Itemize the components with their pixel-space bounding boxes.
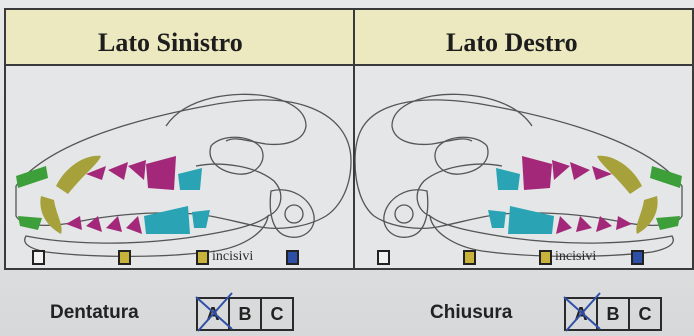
left-upper-molars bbox=[178, 168, 202, 190]
dentition-table: Lato Sinistro Lato Destro bbox=[4, 8, 694, 270]
dentatura-grade-c-text: C bbox=[271, 304, 284, 325]
dentatura-grade-c[interactable]: C bbox=[262, 299, 292, 329]
orbit bbox=[435, 137, 488, 174]
left-legend-white-square[interactable] bbox=[32, 250, 45, 265]
right-lower-molars bbox=[488, 206, 554, 234]
right-skull-diagram bbox=[355, 66, 692, 268]
right-legend-white-square[interactable] bbox=[377, 250, 390, 265]
left-lower-incisors bbox=[18, 216, 42, 230]
chiusura-label: Chiusura bbox=[430, 302, 512, 324]
left-legend-yellow-square[interactable] bbox=[118, 250, 131, 265]
chiusura-grade-a[interactable]: A bbox=[566, 299, 598, 329]
tympanic-bulla bbox=[395, 205, 413, 223]
right-lower-premolars bbox=[556, 216, 632, 234]
right-side-title: Lato Destro bbox=[446, 28, 578, 58]
left-upper-premolars bbox=[86, 156, 176, 190]
chiusura-grade-a-text: A bbox=[575, 304, 588, 325]
dentatura-grade-a-text: A bbox=[207, 304, 220, 325]
right-legend: incisivi bbox=[355, 250, 692, 266]
left-legend-incisivi-label: incisivi bbox=[212, 249, 253, 265]
right-lower-canine bbox=[636, 196, 657, 234]
right-legend-blue-square[interactable] bbox=[631, 250, 644, 265]
right-upper-premolars bbox=[522, 156, 612, 190]
zygomatic-arch bbox=[196, 164, 281, 216]
tympanic-bulla bbox=[285, 205, 303, 223]
condyle bbox=[270, 190, 314, 237]
chiusura-grade-c-text: C bbox=[639, 304, 652, 325]
chiusura-grade-c[interactable]: C bbox=[630, 299, 660, 329]
right-legend-yellow-square[interactable] bbox=[463, 250, 476, 265]
dentatura-grade-b[interactable]: B bbox=[230, 299, 262, 329]
right-legend-incisivi-square[interactable] bbox=[539, 250, 552, 265]
left-side-title: Lato Sinistro bbox=[98, 28, 243, 58]
right-legend-incisivi-label: incisivi bbox=[555, 249, 596, 265]
right-lower-incisors bbox=[656, 216, 680, 230]
left-legend: incisivi bbox=[6, 250, 353, 266]
dentatura-grade-a[interactable]: A bbox=[198, 299, 230, 329]
right-side-panel: incisivi bbox=[355, 66, 692, 268]
dentatura-grade-b-text: B bbox=[239, 304, 252, 325]
left-legend-incisivi-square[interactable] bbox=[196, 250, 209, 265]
left-skull-diagram bbox=[6, 66, 353, 268]
left-legend-blue-square[interactable] bbox=[286, 250, 299, 265]
left-lower-premolars bbox=[66, 216, 142, 234]
zygomatic-arch bbox=[417, 164, 502, 216]
chiusura-grade-b[interactable]: B bbox=[598, 299, 630, 329]
condyle bbox=[384, 190, 428, 237]
dentatura-grade-box: A B C bbox=[196, 297, 294, 331]
chiusura-grade-box: A B C bbox=[564, 297, 662, 331]
left-lower-molars bbox=[144, 206, 210, 234]
table-header: Lato Sinistro Lato Destro bbox=[6, 10, 692, 66]
left-side-panel: incisivi bbox=[6, 66, 353, 268]
right-upper-molars bbox=[496, 168, 520, 190]
orbit bbox=[210, 137, 263, 174]
left-lower-canine bbox=[40, 196, 61, 234]
dentatura-label: Dentatura bbox=[50, 302, 139, 324]
chiusura-grade-b-text: B bbox=[607, 304, 620, 325]
